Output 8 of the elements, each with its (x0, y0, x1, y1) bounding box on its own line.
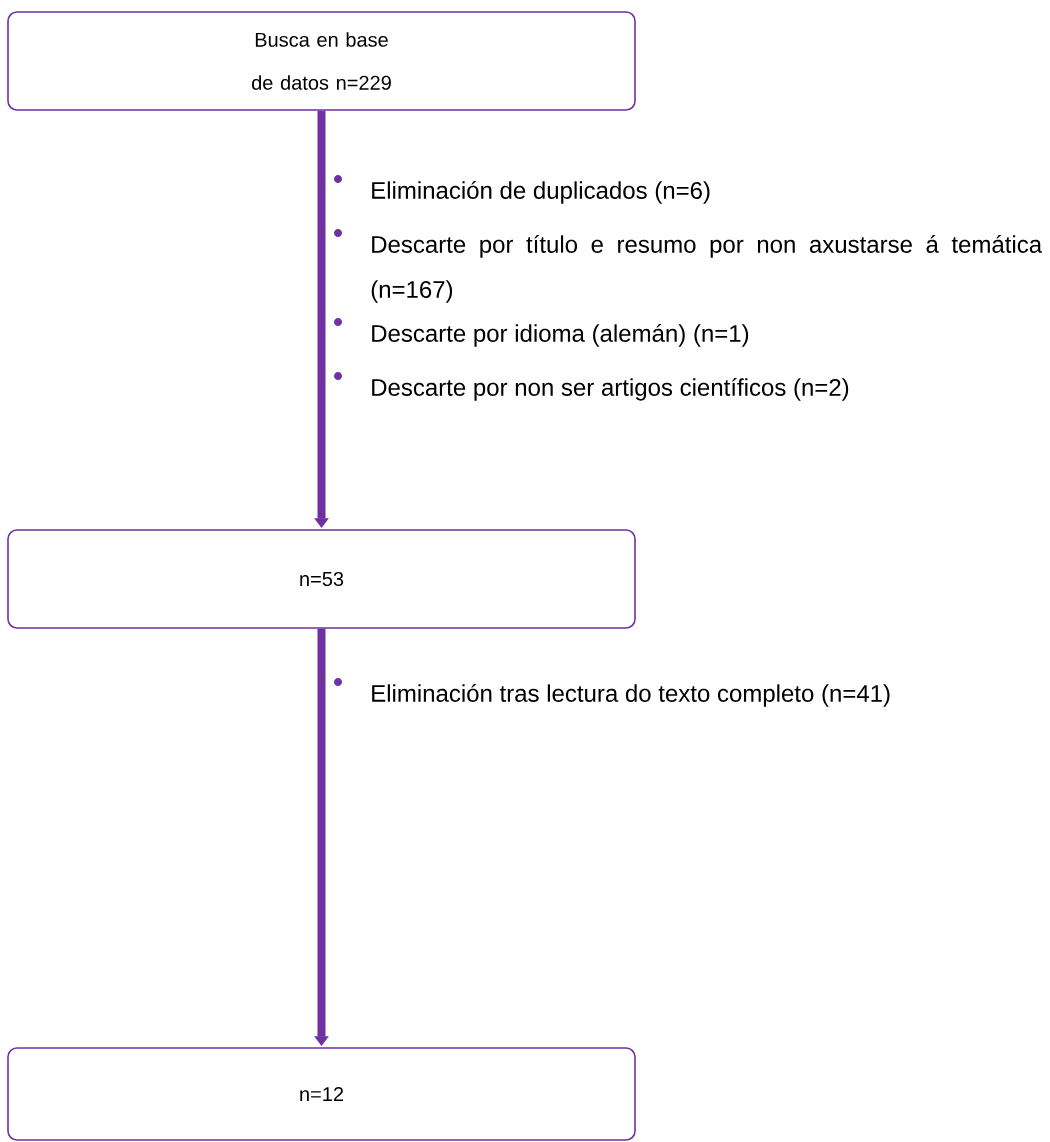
note-text: Eliminación tras lectura do texto completo (n=41) (372, 684, 890, 707)
process-box: Busca en base de datos n=229 (7, 11, 636, 111)
note-text: Descarte por non ser artigos científicos (n=2) (372, 378, 849, 401)
process-box: n=12 (7, 1047, 636, 1141)
note-text: Descarte por título e resumo por non axustarse á temática (n=167) (371, 235, 1043, 303)
note-text: Descarte por idioma (alemán) (n=1) (372, 324, 749, 347)
process-box: n=53 (7, 529, 636, 629)
note-text: Eliminación de duplicados (n=6) (372, 181, 710, 204)
